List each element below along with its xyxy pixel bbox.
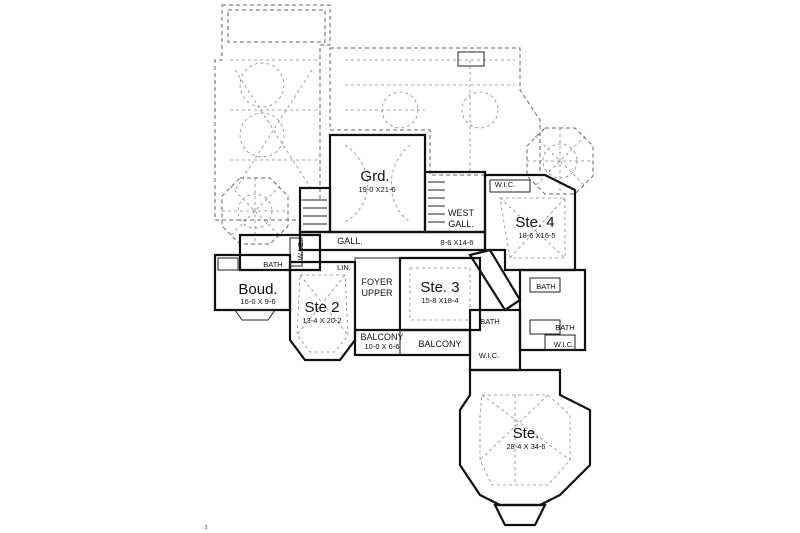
bath-r1-label: BATH	[536, 282, 555, 291]
room-ste-dims: 28-4 X 34-6	[506, 442, 545, 451]
room-ste2: Ste 2 13-4 X 20-2	[302, 299, 341, 325]
room-ste2-dims: 13-4 X 20-2	[302, 316, 341, 325]
walls	[213, 133, 592, 527]
foyer-label-2: UPPER	[361, 288, 393, 298]
lin-label: LIN.	[337, 263, 351, 272]
gall-label: GALL.	[337, 236, 363, 246]
balcony-left-dims: 10-0 X 6-6	[364, 342, 399, 351]
turret-left-dashed	[221, 177, 289, 245]
room-ste: Ste. 28-4 X 34-6	[506, 425, 545, 451]
wic-right-label: W.I.C.	[554, 340, 574, 349]
wic-mid-label: W.I.C.	[479, 351, 499, 360]
wic-left-label: W.I.C.	[296, 240, 305, 260]
room-ste3-dims: 15-8 X18-4	[421, 296, 458, 305]
room-ste2-name: Ste 2	[304, 299, 339, 316]
chimney-top	[457, 51, 485, 67]
room-ste-name: Ste.	[513, 425, 540, 442]
room-ste3-name: Ste. 3	[420, 279, 459, 296]
west-gall-label-2: GALL.	[448, 219, 474, 229]
room-grd-name: Grd.	[360, 168, 389, 185]
corner-mark: 3	[205, 525, 208, 531]
room-boud-dims: 16-0 X 9-6	[240, 297, 275, 306]
bath-left-label: BATH	[263, 260, 282, 269]
west-gall-dims: 8-6 X14-6	[441, 238, 474, 247]
room-ste4-dims: 18-6 X16-5	[518, 231, 555, 240]
room-boud-name: Boud.	[238, 281, 277, 298]
bath-r2-label: BATH	[555, 323, 574, 332]
room-ste4: Ste. 4 18-6 X16-5	[515, 214, 555, 240]
wic-top-label: W.I.C.	[495, 180, 515, 189]
west-gall-label: WEST	[448, 208, 475, 218]
foyer-label: FOYER	[361, 277, 393, 287]
room-grd: Grd. 19-0 X21-6	[358, 168, 395, 194]
ceiling-details	[296, 144, 566, 353]
room-grd-dims: 19-0 X21-6	[358, 185, 395, 194]
balcony-left-label: BALCONY	[360, 332, 403, 342]
room-boud: Boud. 16-0 X 9-6	[238, 281, 277, 306]
turret-right-dashed	[526, 127, 594, 195]
balcony-right-label: BALCONY	[418, 339, 461, 349]
bath-mid-label: BATH	[480, 317, 499, 326]
room-ste3: Ste. 3 15-8 X18-4	[420, 279, 459, 305]
room-ste4-name: Ste. 4	[515, 214, 554, 231]
